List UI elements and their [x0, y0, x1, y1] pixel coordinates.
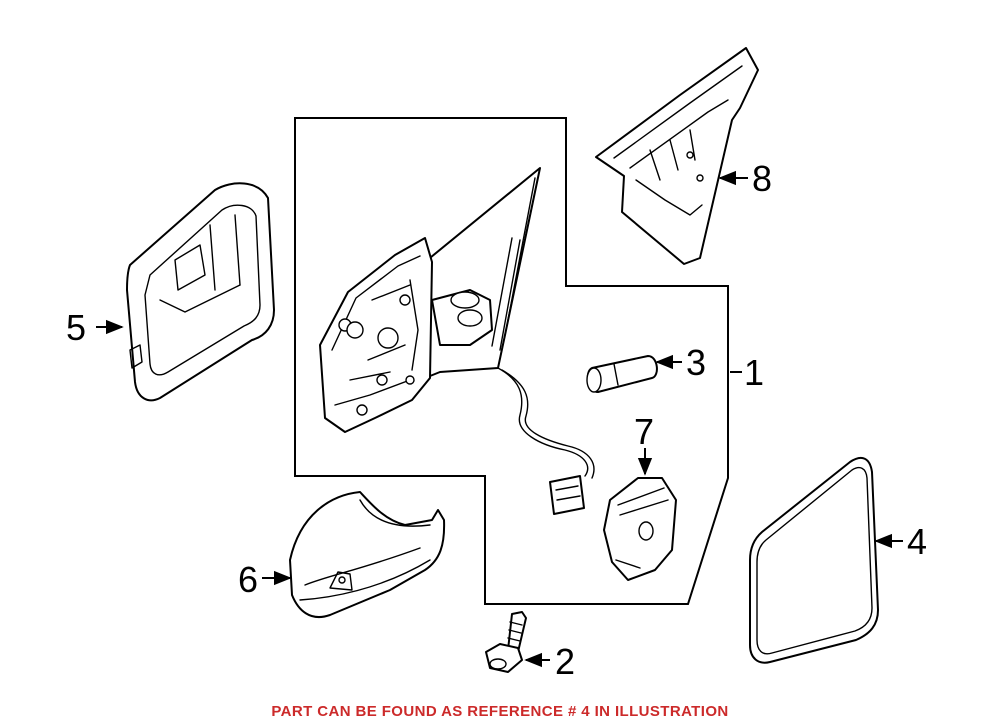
footer-note: PART CAN BE FOUND AS REFERENCE # 4 IN IL…	[271, 703, 729, 720]
part-6-cover	[289, 491, 446, 618]
callout-2: 2	[555, 641, 575, 682]
callout-labels: 1 2 3 4 5 6 7 8	[66, 158, 927, 682]
part-4-glass	[749, 456, 879, 664]
callout-4: 4	[907, 521, 927, 562]
callout-8: 8	[752, 158, 772, 199]
part-5-frame	[126, 182, 275, 402]
callout-6: 6	[238, 559, 258, 600]
callout-3: 3	[686, 342, 706, 383]
part-7-actuator	[603, 477, 677, 581]
callout-leaders	[96, 170, 903, 668]
callout-7: 7	[634, 411, 654, 452]
assembly-outline	[294, 117, 729, 605]
callout-1: 1	[744, 352, 764, 393]
mirror-base-assembly	[319, 167, 595, 515]
part-8-mount	[595, 47, 759, 265]
part-3-cylinder	[586, 355, 658, 393]
callout-5: 5	[66, 307, 86, 348]
part-2-screw	[485, 611, 527, 673]
